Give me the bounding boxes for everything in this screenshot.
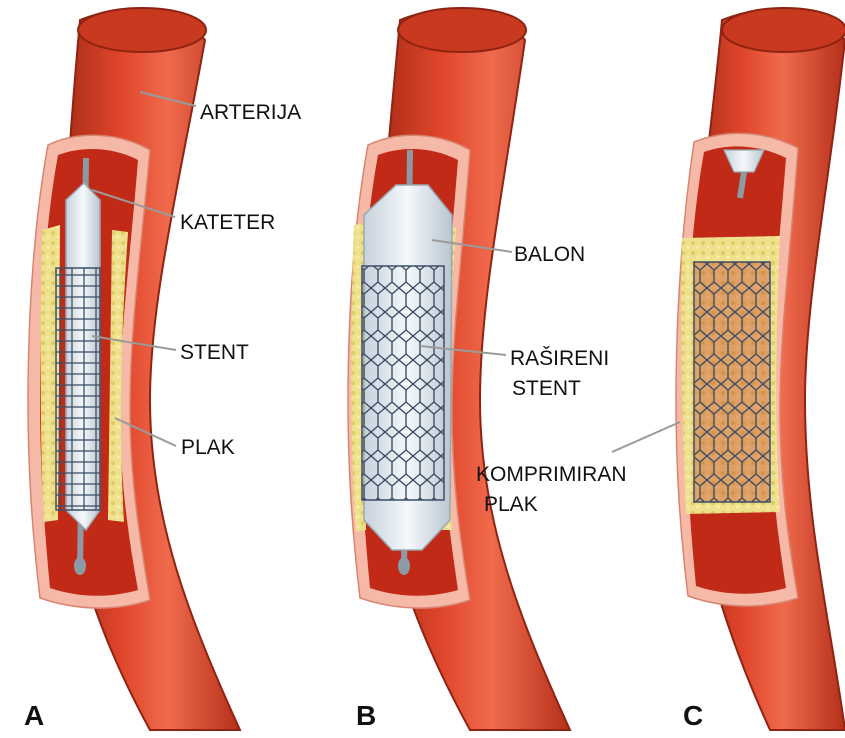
- leader-komprimiran-plak: [612, 422, 680, 452]
- label-rasireni-line2: STENT: [512, 376, 581, 402]
- label-rasireni-line1: RAŠIRENI: [510, 346, 609, 372]
- panel-letter-b: B: [356, 700, 376, 732]
- panel-letter-a: A: [24, 700, 44, 732]
- label-arterija: ARTERIJA: [200, 100, 301, 126]
- label-plak: PLAK: [181, 435, 235, 461]
- panel-letter-c: C: [683, 700, 703, 732]
- stent-expanded-b: [362, 266, 444, 500]
- label-stent: STENT: [180, 340, 249, 366]
- label-balon: BALON: [514, 242, 585, 268]
- panel-c-artery: [676, 8, 845, 730]
- stent-deployed-c: [694, 262, 770, 502]
- stent-collapsed-a: [56, 268, 100, 510]
- label-kateter: KATETER: [180, 210, 275, 236]
- label-komprimiran-line2: PLAK: [484, 492, 538, 518]
- label-komprimiran-line1: KOMPRIMIRAN: [476, 462, 627, 488]
